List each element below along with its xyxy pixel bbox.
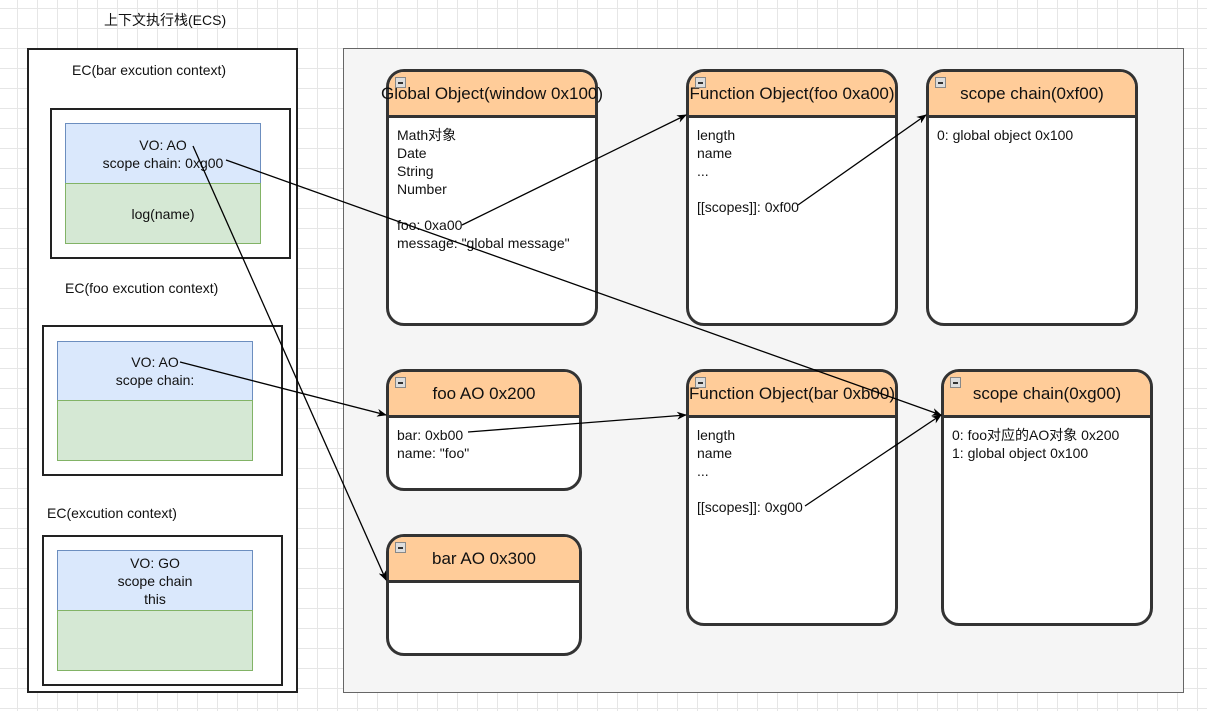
- bar-function-title: Function Object(bar 0xb00): [689, 372, 895, 418]
- global-vo-text: VO: GO: [130, 554, 180, 571]
- foo-ao-body: bar: 0xb00 name: "foo": [397, 427, 470, 461]
- bar-ec-vo[interactable]: VO: AO scope chain: 0xg00: [65, 123, 261, 184]
- foo-ao-title: foo AO 0x200: [389, 372, 579, 418]
- scope-f00-body: 0: global object 0x100: [937, 127, 1074, 143]
- arrow-foo-to-foo-function[interactable]: [461, 114, 687, 226]
- collapse-icon[interactable]: [935, 77, 946, 88]
- collapse-icon[interactable]: [695, 377, 706, 388]
- foo-ec-code[interactable]: [57, 400, 253, 461]
- global-object-title: Global Object(window 0x100): [381, 72, 603, 118]
- foo-ec-label: EC(foo excution context): [65, 280, 219, 296]
- scope-g00-box[interactable]: scope chain(0xg00) 0: foo对应的AO对象 0x200 1…: [941, 369, 1153, 626]
- bar-function-body: length name ... [[scopes]]: 0xg00: [697, 427, 803, 515]
- foo-vo-text: VO: AO: [131, 354, 179, 370]
- foo-ec-vo[interactable]: VO: AO scope chain:: [57, 341, 253, 401]
- collapse-icon[interactable]: [395, 542, 406, 553]
- foo-function-box[interactable]: Function Object(foo 0xa00) length name .…: [686, 69, 898, 326]
- arrow-bar-vo-to-bar-ao[interactable]: [192, 145, 387, 581]
- bar-scope-text: scope chain: 0xg00: [102, 154, 224, 171]
- foo-function-title: Function Object(foo 0xa00): [689, 72, 895, 118]
- scope-f00-title: scope chain(0xf00): [929, 72, 1135, 118]
- global-this-text: this: [144, 590, 166, 607]
- bar-function-box[interactable]: Function Object(bar 0xb00) length name .…: [686, 369, 898, 626]
- foo-function-body: length name ... [[scopes]]: 0xf00: [697, 127, 799, 215]
- bar-code-text: log(name): [131, 205, 195, 222]
- arrow-foo-vo-to-foo-ao[interactable]: [179, 361, 387, 417]
- global-ec-vo[interactable]: VO: GO scope chain this: [57, 550, 253, 611]
- scope-f00-box[interactable]: scope chain(0xf00) 0: global object 0x10…: [926, 69, 1138, 326]
- global-ec-code[interactable]: [57, 610, 253, 671]
- scope-g00-title: scope chain(0xg00): [944, 372, 1150, 418]
- scope-g00-body: 0: foo对应的AO对象 0x200 1: global object 0x1…: [952, 427, 1120, 461]
- arrow-bar-to-bar-function[interactable]: [467, 411, 687, 433]
- collapse-icon[interactable]: [695, 77, 706, 88]
- bar-ec-code[interactable]: log(name): [65, 183, 261, 244]
- global-object-body: Math对象 Date String Number foo: 0xa00 mes…: [397, 127, 570, 251]
- arrow-foo-scopes-to-f00[interactable]: [797, 114, 927, 206]
- collapse-icon[interactable]: [950, 377, 961, 388]
- global-ec-label: EC(excution context): [47, 505, 177, 521]
- foo-scope-text: scope chain:: [115, 372, 195, 388]
- arrow-bar-scopes-to-g00[interactable]: [804, 414, 942, 507]
- collapse-icon[interactable]: [395, 377, 406, 388]
- bar-ec-label: EC(bar excution context): [72, 62, 227, 78]
- foo-ao-box[interactable]: foo AO 0x200 bar: 0xb00 name: "foo": [386, 369, 582, 491]
- arrow-bar-scope-to-g00[interactable]: [225, 159, 942, 416]
- bar-ao-title: bar AO 0x300: [389, 537, 579, 583]
- global-scope-text: scope chain: [117, 572, 193, 589]
- bar-ao-box[interactable]: bar AO 0x300: [386, 534, 582, 656]
- global-object-box[interactable]: Global Object(window 0x100) Math对象 Date …: [381, 69, 603, 326]
- ecs-title: 上下文执行栈(ECS): [104, 12, 227, 28]
- collapse-icon[interactable]: [395, 77, 406, 88]
- bar-vo-text: VO: AO: [139, 136, 187, 153]
